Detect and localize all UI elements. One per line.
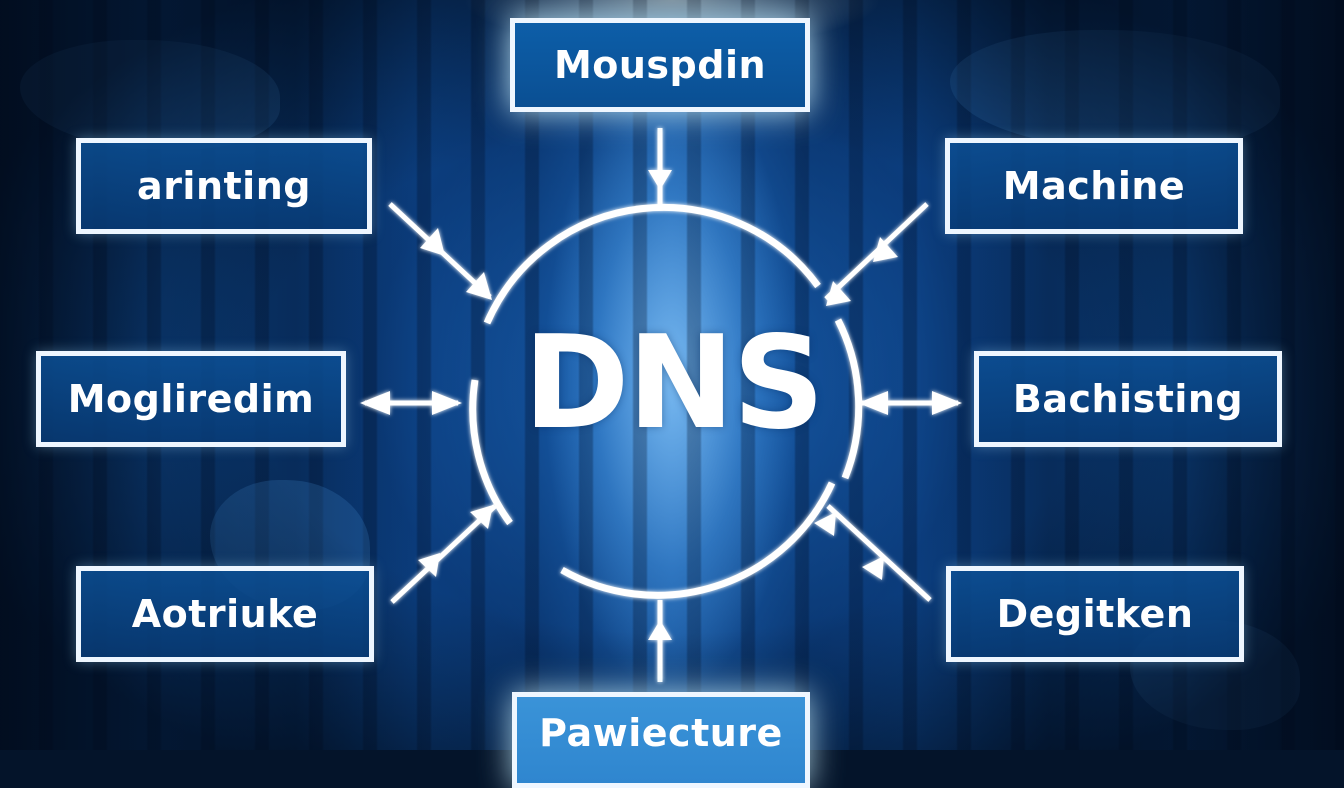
- node-left: Mogliredim: [36, 351, 346, 447]
- node-top: Mouspdin: [510, 18, 810, 112]
- arrow-down-left-icon: [824, 202, 929, 306]
- node-label: Bachisting: [1012, 377, 1244, 421]
- node-label: Mogliredim: [67, 377, 315, 421]
- arrow-up-right-icon: [390, 504, 497, 604]
- node-label: Aotriuke: [131, 592, 319, 636]
- arrow-down-icon: [648, 128, 672, 208]
- diagram-connectors: [360, 128, 962, 682]
- arrow-up-icon: [648, 600, 672, 682]
- node-label: Degitken: [996, 592, 1194, 636]
- node-bottom-right: Degitken: [946, 566, 1244, 662]
- arrow-down-right-icon: [388, 202, 492, 300]
- node-right: Bachisting: [974, 351, 1282, 447]
- arrow-left-right-icon: [360, 391, 462, 415]
- node-bottom-left: Aotriuke: [76, 566, 374, 662]
- arrow-left-right-icon: [858, 391, 962, 415]
- node-label: Mouspdin: [553, 43, 767, 87]
- node-label: Machine: [1002, 164, 1186, 208]
- node-top-right: Machine: [945, 138, 1243, 234]
- node-label: Pawiecture: [539, 711, 783, 755]
- center-circle: [469, 204, 863, 599]
- node-bottom: Pawiecture: [512, 692, 810, 788]
- arrow-up-left-icon: [814, 504, 932, 602]
- node-top-left: arinting: [76, 138, 372, 234]
- node-label: arinting: [137, 164, 311, 208]
- dns-center-label: DNS: [523, 309, 825, 458]
